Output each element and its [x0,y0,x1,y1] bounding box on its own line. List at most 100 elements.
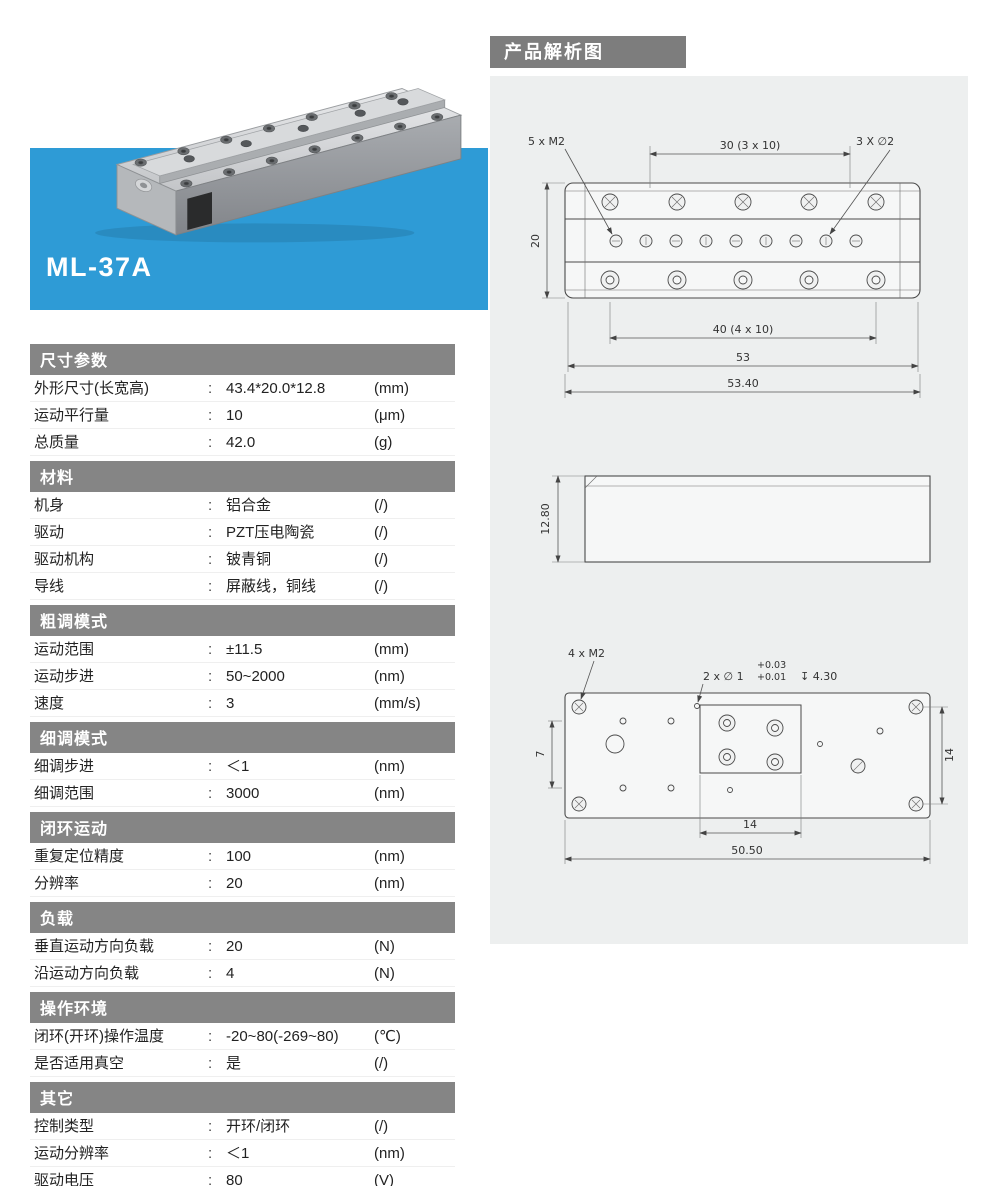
spec-colon: : [208,668,213,685]
spec-row: 沿运动方向负载:4(N) [30,960,455,987]
spec-label: 运动范围 [34,641,95,658]
product-model: ML-37A [46,252,153,282]
spec-row: 分辨率:20(nm) [30,870,455,897]
end-pin [135,178,153,193]
stage-carriage [131,88,446,184]
spec-unit: (/) [374,1055,389,1072]
middle-screws [609,234,863,248]
spec-label: 运动步进 [34,668,95,685]
spec-unit: (mm) [374,641,409,658]
spec-value: ±11.5 [226,641,263,658]
spec-label: 控制类型 [34,1118,95,1135]
top-view: 5 x M2 30 (3 x 10) 3 X ∅2 20 40 (4 x 10) [528,135,921,398]
spec-section: 材料机身:铝合金(/)驱动:PZT压电陶瓷(/)驱动机构:铍青铜(/)导线:屏蔽… [30,461,455,600]
spec-label: 垂直运动方向负载 [34,938,155,955]
spec-unit: (nm) [374,758,405,775]
spec-label: 驱动电压 [34,1172,95,1186]
spec-value: 铝合金 [226,497,272,514]
section-header: 粗调模式 [30,605,455,636]
dim-top-pitch: 30 (3 x 10) [720,139,781,152]
spec-colon: : [208,965,213,982]
dim-mid-pitch: 40 (4 x 10) [713,323,774,336]
spec-colon: : [208,695,213,712]
spec-label: 总质量 [34,434,80,451]
spec-label: 驱动 [34,524,65,541]
spec-label: 分辨率 [34,875,80,892]
dim-width: 20 [529,234,542,248]
spec-colon: : [208,380,213,397]
bottom-rail-screws [600,270,886,290]
spec-label: 驱动机构 [34,551,95,568]
spec-unit: (mm) [374,380,409,397]
front-notch [187,192,212,231]
dim-overall-length: 53.40 [727,377,759,390]
spec-label: 细调范围 [34,785,95,802]
product-hero: ML-37A [30,8,488,310]
spec-colon: : [208,524,213,541]
spec-colon: : [208,434,213,451]
spec-colon: : [208,1118,213,1135]
spec-unit: (nm) [374,785,405,802]
spec-value: 20 [226,938,243,955]
spec-table: 尺寸参数外形尺寸(长宽高):43.4*20.0*12.8(mm)运动平行量:10… [30,344,455,1186]
spec-colon: : [208,1055,213,1072]
spec-row: 重复定位精度:100(nm) [30,843,455,870]
technical-drawing: 5 x M2 30 (3 x 10) 3 X ∅2 20 40 (4 x 10) [528,135,956,864]
section-header: 尺寸参数 [30,344,455,375]
spec-value: 42.0 [226,434,256,451]
spec-colon: : [208,1172,213,1186]
spec-value: 80 [226,1172,243,1186]
spec-unit: (/) [374,578,389,595]
spec-unit: (N) [374,938,395,955]
spec-label: 运动平行量 [34,407,110,424]
spec-row: 速度:3(mm/s) [30,690,455,717]
spec-section: 其它控制类型:开环/闭环(/)运动分辨率:＜1(nm)驱动电压:80(V) [30,1082,455,1186]
dim-height: 12.80 [539,503,552,535]
dim-body-length: 53 [736,351,750,364]
spec-value: 4 [226,965,235,982]
spec-colon: : [208,875,213,892]
spec-value: 50~2000 [226,668,285,685]
spec-colon: : [208,785,213,802]
spec-section: 操作环境闭环(开环)操作温度:-20~80(-269~80)(℃)是否适用真空:… [30,992,455,1077]
spec-value: 100 [226,848,252,865]
spec-row: 细调步进:＜1(nm) [30,753,455,780]
spec-label: 是否适用真空 [34,1055,125,1072]
rail-screws [134,92,444,188]
spec-unit: (/) [374,1118,389,1135]
spec-row: 运动平行量:10(μm) [30,402,455,429]
dim-pin-note: 2 x ∅ 1 [703,670,744,683]
side-view: 12.80 [539,475,931,563]
spec-unit: (N) [374,965,395,982]
spec-value: 43.4*20.0*12.8 [226,380,326,397]
spec-colon: : [208,407,213,424]
spec-value: -20~80(-269~80) [226,1028,339,1045]
spec-unit: (nm) [374,848,405,865]
bottom-holes [605,703,884,793]
spec-value: ＜1 [226,1145,250,1162]
section-header: 操作环境 [30,992,455,1023]
spec-row: 总质量:42.0(g) [30,429,455,456]
bottom-view: 4 x M2 2 x ∅ 1 +0.03 +0.01 ↧ 4.30 7 14 1… [534,647,956,864]
spec-value: 铍青铜 [226,551,272,568]
spec-value: ＜1 [226,758,250,775]
spec-colon: : [208,1145,213,1162]
section-header: 其它 [30,1082,455,1113]
diagram-header: 产品解析图 [490,36,686,68]
spec-unit: (nm) [374,668,405,685]
spec-label: 闭环(开环)操作温度 [34,1028,164,1045]
spec-label: 机身 [34,497,65,514]
dim-left-offset: 7 [534,751,547,758]
spec-label: 导线 [34,578,65,595]
spec-value: 屏蔽线，铜线 [226,578,317,595]
spec-section: 细调模式细调步进:＜1(nm)细调范围:3000(nm) [30,722,455,807]
section-header: 闭环运动 [30,812,455,843]
top-rail-screws [601,193,885,211]
dim-tol-upper: +0.03 [757,660,786,671]
spec-unit: (nm) [374,875,405,892]
carriage-screws [183,98,409,163]
spec-row: 驱动机构:铍青铜(/) [30,546,455,573]
dim-bottom-length: 50.50 [731,844,763,857]
diagram-header-label: 产品解析图 [504,42,604,62]
